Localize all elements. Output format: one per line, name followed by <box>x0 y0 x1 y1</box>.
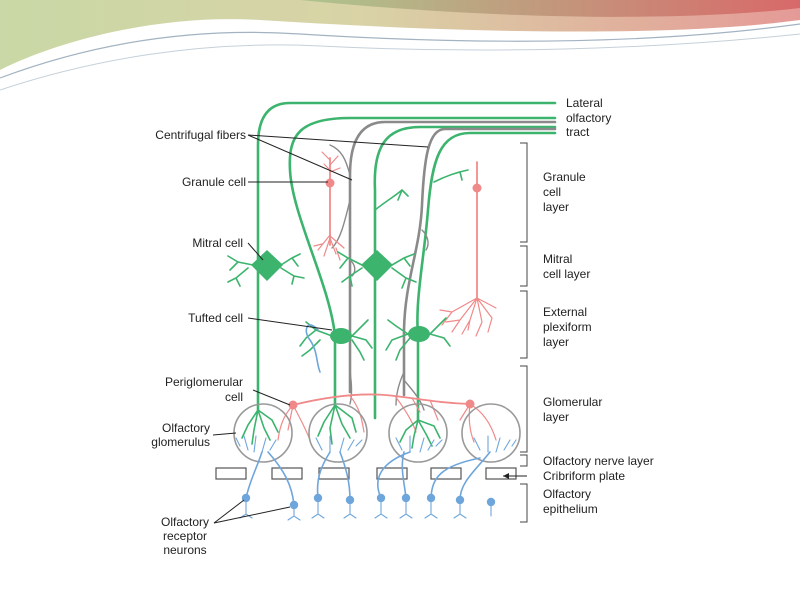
layer-epithelium-2: epithelium <box>543 502 598 516</box>
label-lateral: Lateral <box>566 96 603 110</box>
layer-mitral-1: Mitral <box>543 252 572 266</box>
leader-lines <box>212 134 527 524</box>
layer-nerve: Olfactory nerve layer <box>543 454 654 468</box>
glomerular-tufts <box>235 404 517 453</box>
cribriform-plate <box>215 467 517 480</box>
layer-external-1: External <box>543 305 587 319</box>
olfactory-receptor-neurons <box>239 451 496 521</box>
label-periglomerular-1: Periglomerular <box>165 375 243 389</box>
label-mitral-cell: Mitral cell <box>192 236 243 250</box>
mitral-cell-right <box>337 250 417 289</box>
label-periglomerular-2: cell <box>225 390 243 404</box>
tufted-cell-right <box>385 317 451 361</box>
layer-epithelium-1: Olfactory <box>543 487 591 501</box>
granule-cell-left <box>313 151 345 261</box>
label-olfactory: olfactory <box>566 111 611 125</box>
slide-header-decoration <box>0 0 800 91</box>
label-receptor-1: Olfactory <box>161 515 209 529</box>
label-olfactory-glomerulus-1: Olfactory <box>162 421 210 435</box>
label-receptor-3: neurons <box>163 543 206 557</box>
mitral-cell-left <box>227 250 305 287</box>
periglomerular-cells <box>277 393 497 443</box>
label-tract: tract <box>566 125 590 139</box>
layer-cribriform: Cribriform plate <box>543 469 625 483</box>
layer-granule-2: cell <box>543 185 561 199</box>
label-olfactory-glomerulus-2: glomerulus <box>151 435 210 449</box>
label-centrifugal-fibers: Centrifugal fibers <box>155 128 246 142</box>
label-receptor-2: receptor <box>163 529 207 543</box>
layer-external-3: layer <box>543 335 569 349</box>
layer-glomerular-2: layer <box>543 410 569 424</box>
layer-granule-3: layer <box>543 200 569 214</box>
layer-glomerular-1: Glomerular <box>543 395 602 409</box>
layer-mitral-2: cell layer <box>543 267 590 281</box>
layer-external-2: plexiform <box>543 320 592 334</box>
label-granule-cell: Granule cell <box>182 175 246 189</box>
layer-granule-1: Granule <box>543 170 586 184</box>
axon-collaterals <box>374 169 469 211</box>
granule-cell-right <box>439 161 497 337</box>
layer-brackets <box>520 142 528 523</box>
glomeruli <box>233 403 521 463</box>
tufted-cell-left <box>299 319 373 373</box>
label-tufted-cell: Tufted cell <box>188 311 243 325</box>
